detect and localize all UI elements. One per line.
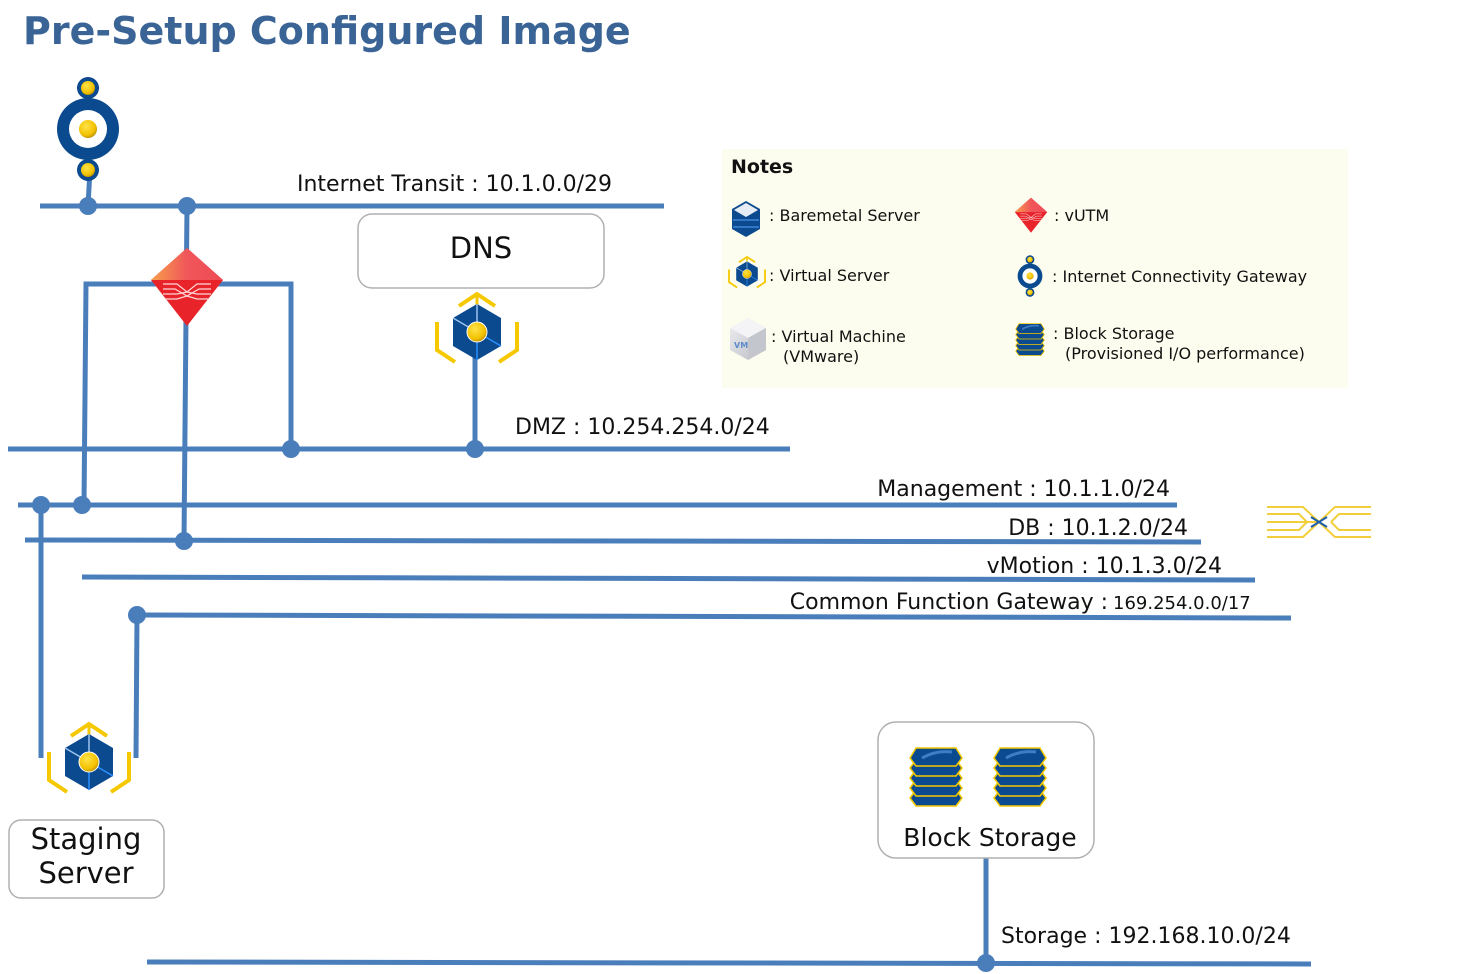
db-line <box>24 537 1202 545</box>
block-storage-icon <box>992 746 1048 808</box>
block-storage-icon <box>908 746 964 808</box>
page-title: Pre-Setup Configured Image <box>23 9 631 53</box>
vmotion-label: vMotion : 10.1.3.0/24 <box>987 554 1222 579</box>
note-vm-label: : Virtual Machine <box>771 327 906 346</box>
vmotion-line <box>81 574 1256 583</box>
internet-connectivity-gateway-icon[interactable] <box>57 77 119 181</box>
staging-cfg-connector <box>133 614 140 759</box>
baremetal-server-icon <box>732 201 760 237</box>
internet-transit-label: Internet Transit : 10.1.0.0/29 <box>297 172 612 197</box>
common-function-gateway-line <box>136 612 1292 621</box>
vutm-icon[interactable] <box>150 247 224 327</box>
note-vm-sub: (VMware) <box>783 347 859 366</box>
storage-line <box>146 959 1312 967</box>
management-junction-vutm <box>73 496 91 514</box>
transit-junction-vutm <box>178 197 196 215</box>
note-gateway-label: : Internet Connectivity Gateway <box>1052 267 1307 286</box>
block-storage-label: Block Storage <box>903 823 1076 852</box>
note-vutm-label: : vUTM <box>1054 206 1109 225</box>
dmz-label: DMZ : 10.254.254.0/24 <box>515 415 770 440</box>
staging-label-line1: Staging <box>31 822 142 856</box>
storage-junction <box>977 954 995 972</box>
dns-label: DNS <box>450 231 512 265</box>
cfg-label: Common Function Gateway : <box>790 590 1108 615</box>
staging-label-line2: Server <box>38 856 133 890</box>
note-virtual-server-label: : Virtual Server <box>769 266 890 285</box>
storage-label: Storage : 192.168.10.0/24 <box>1001 924 1291 949</box>
network-switch-icon <box>1267 506 1371 538</box>
block-storage-icon <box>1014 322 1046 357</box>
transit-junction-gateway <box>79 197 97 215</box>
dmz-junction-vutm <box>282 440 300 458</box>
note-block-storage-label: : Block Storage <box>1053 324 1174 343</box>
virtual-machine-icon: VM <box>730 318 766 360</box>
note-baremetal-label: : Baremetal Server <box>769 206 920 225</box>
staging-virtual-server-icon[interactable] <box>47 722 131 794</box>
management-label: Management : 10.1.1.0/24 <box>877 477 1170 502</box>
notes-title: Notes <box>731 156 793 178</box>
note-block-storage-sub: (Provisioned I/O performance) <box>1065 344 1305 363</box>
dmz-junction-dns <box>466 440 484 458</box>
staging-server-box[interactable] <box>8 819 165 899</box>
cfg-junction-staging <box>128 606 146 624</box>
db-label: DB : 10.1.2.0/24 <box>1008 516 1188 541</box>
management-junction-staging <box>32 496 50 514</box>
db-junction-vutm <box>175 532 193 550</box>
dns-box[interactable] <box>357 213 605 289</box>
svg-text:VM: VM <box>734 341 748 350</box>
cfg-cidr-label: 169.254.0.0/17 <box>1113 593 1251 614</box>
dns-virtual-server-icon[interactable] <box>435 292 519 364</box>
